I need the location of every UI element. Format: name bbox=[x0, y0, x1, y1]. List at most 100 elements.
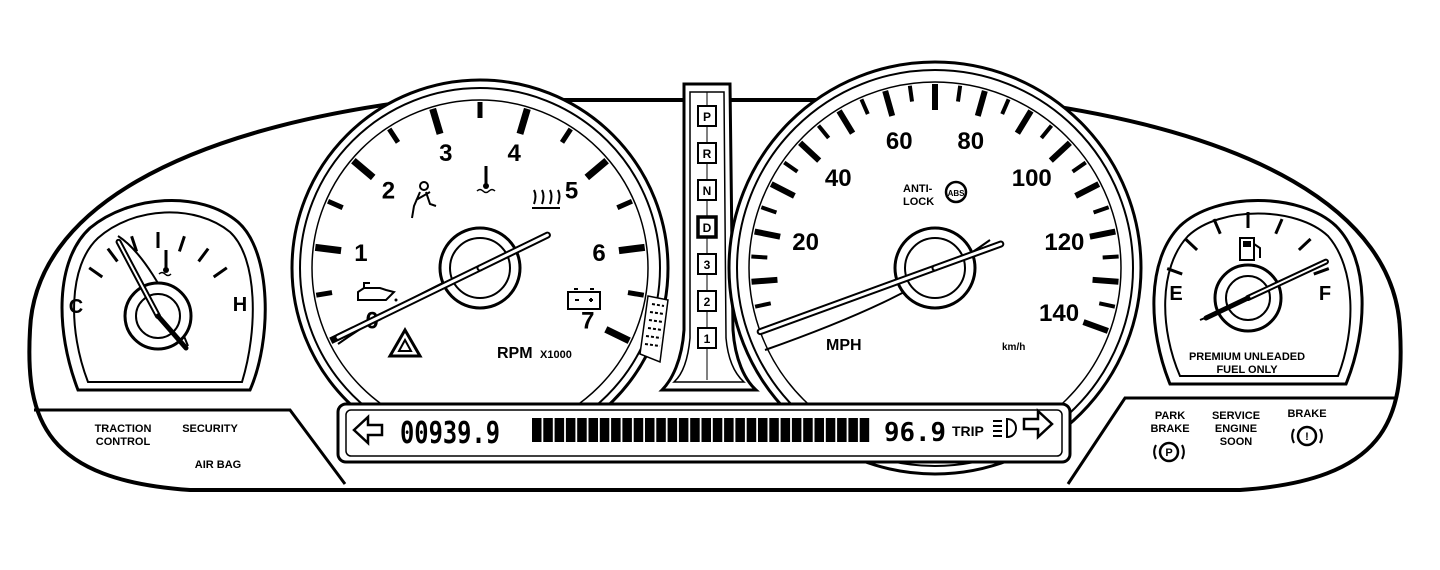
display-segment bbox=[656, 418, 666, 442]
display-segment bbox=[848, 418, 858, 442]
speed-tick bbox=[882, 90, 896, 117]
display-segment bbox=[678, 418, 689, 442]
gear-indicator-3 bbox=[697, 253, 717, 275]
speed-tick bbox=[974, 90, 988, 117]
tach-tick bbox=[387, 127, 401, 144]
park-brake-icon: P bbox=[1153, 441, 1185, 463]
service-engine-line2: ENGINE bbox=[1215, 423, 1257, 435]
gear-indicator-p bbox=[697, 105, 717, 127]
display-segment bbox=[735, 418, 745, 442]
tach-tick bbox=[314, 243, 342, 255]
tach-tick bbox=[616, 198, 633, 210]
trip-label: TRIP bbox=[952, 423, 984, 439]
left-lower-panel bbox=[34, 408, 347, 485]
fuel-tick bbox=[1297, 237, 1312, 252]
temp-tick bbox=[177, 235, 186, 252]
display-segment bbox=[803, 418, 813, 442]
gear-indicator-label: P bbox=[703, 110, 711, 124]
display-segment bbox=[746, 418, 757, 442]
brake-label: BRAKE bbox=[1287, 408, 1326, 420]
tach-tick bbox=[627, 290, 645, 298]
display-segment bbox=[758, 418, 768, 442]
display-segment bbox=[543, 418, 553, 442]
tach-tick bbox=[327, 198, 344, 210]
headlamp-icon bbox=[993, 417, 1017, 439]
tach-tick bbox=[516, 107, 531, 135]
temp-hot-label: H bbox=[233, 294, 247, 316]
speed-tick bbox=[1039, 124, 1054, 140]
display-segment bbox=[712, 418, 723, 442]
tach-tick bbox=[429, 107, 444, 135]
tach-tick-label: 4 bbox=[508, 140, 522, 167]
speed-tick bbox=[816, 124, 831, 140]
display-segment bbox=[633, 418, 644, 442]
gear-indicator-label: R bbox=[703, 147, 712, 161]
display-segment bbox=[611, 418, 621, 442]
display-segment bbox=[565, 418, 576, 442]
gear-indicator-2 bbox=[697, 290, 717, 312]
display-segment bbox=[690, 418, 700, 442]
traction-control-line1: TRACTION bbox=[95, 423, 152, 435]
coolant-temp-icon bbox=[476, 166, 496, 194]
speed-tick-label: 40 bbox=[825, 165, 852, 192]
fuel-pump-icon bbox=[1239, 237, 1261, 261]
fuel-tick bbox=[1212, 218, 1222, 235]
svg-text:ABS: ABS bbox=[948, 189, 966, 198]
odometer-value: 00939.9 bbox=[400, 416, 500, 451]
speed-tick bbox=[1048, 140, 1072, 163]
defrost-icon bbox=[532, 189, 561, 209]
speed-tick bbox=[1092, 205, 1110, 215]
tach-tick-label: 5 bbox=[565, 177, 578, 204]
speed-tick bbox=[1074, 181, 1101, 199]
speed-tick bbox=[751, 254, 768, 260]
service-engine-line1: SERVICE bbox=[1212, 410, 1260, 422]
tach-redline-zone bbox=[639, 295, 669, 364]
speed-alt-unit-label: km/h bbox=[1002, 342, 1025, 353]
tach-tick bbox=[559, 127, 573, 144]
temp-tick bbox=[212, 266, 228, 279]
right-turn-arrow-icon bbox=[1022, 408, 1054, 440]
right-lower-panel bbox=[1066, 396, 1396, 485]
tach-tick-label: 1 bbox=[354, 240, 367, 267]
display-segment bbox=[588, 418, 598, 442]
tach-tick bbox=[584, 157, 609, 181]
speed-tick bbox=[955, 85, 963, 102]
temp-tick bbox=[88, 266, 104, 279]
tach-tick-label: 3 bbox=[439, 140, 452, 167]
hazard-icon bbox=[387, 326, 423, 358]
tach-tick bbox=[315, 290, 333, 298]
temp-tick bbox=[197, 247, 210, 263]
speed-tick bbox=[754, 228, 781, 240]
speed-unit-label: MPH bbox=[826, 337, 862, 354]
tach-tick bbox=[604, 326, 631, 344]
svg-text:!: ! bbox=[1305, 431, 1309, 443]
brake-warning-icon: ! bbox=[1291, 425, 1323, 447]
fuel-tick bbox=[1184, 237, 1199, 252]
fuel-tick bbox=[1166, 267, 1183, 276]
fuel-empty-label: E bbox=[1169, 283, 1182, 305]
park-brake-line2: BRAKE bbox=[1150, 423, 1189, 435]
svg-text:P: P bbox=[1165, 447, 1172, 459]
coolant-temp-icon bbox=[158, 250, 172, 277]
fuel-full-label: F bbox=[1319, 283, 1331, 305]
gear-indicator-label: 3 bbox=[704, 258, 711, 272]
park-brake-line1: PARK bbox=[1155, 410, 1185, 422]
gear-indicator-1 bbox=[697, 327, 717, 349]
battery-icon bbox=[567, 288, 601, 310]
abs-icon: ABS bbox=[944, 180, 968, 204]
gear-indicator-r bbox=[697, 142, 717, 164]
display-segment bbox=[724, 418, 734, 442]
fuel-tick bbox=[1274, 218, 1284, 235]
speed-tick bbox=[754, 301, 772, 309]
left-turn-arrow-icon bbox=[352, 414, 384, 446]
temp-cold-label: C bbox=[69, 296, 83, 318]
service-engine-line3: SOON bbox=[1220, 436, 1252, 448]
traction-control-line2: CONTROL bbox=[96, 436, 151, 448]
fuel-tick bbox=[1313, 267, 1330, 276]
speed-tick bbox=[859, 98, 870, 115]
tach-tick-label: 2 bbox=[382, 177, 395, 204]
display-segment bbox=[859, 418, 870, 442]
display-segment bbox=[667, 418, 678, 442]
speed-tick bbox=[836, 109, 856, 135]
display-segment bbox=[791, 418, 802, 442]
